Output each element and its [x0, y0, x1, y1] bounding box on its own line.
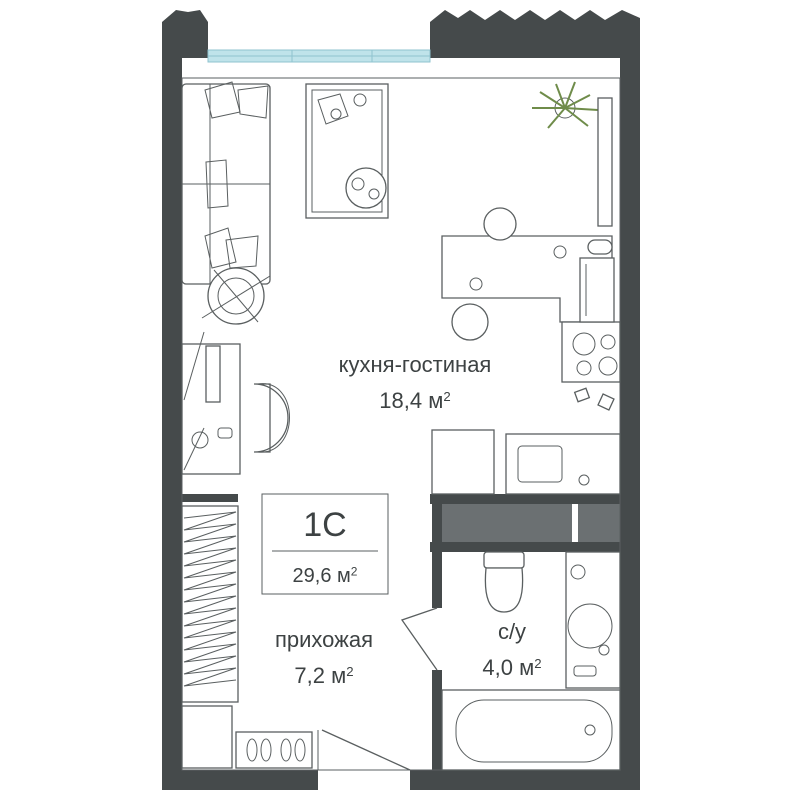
room-name-hallway: прихожая	[274, 627, 374, 652]
bathroom-door	[400, 607, 438, 671]
unit-total-area-power: 2	[350, 564, 358, 579]
wall-bath-left-bottom	[432, 670, 442, 776]
wall-bath-top	[430, 494, 620, 504]
room-name-bathroom: с/у	[497, 619, 527, 644]
room-area-hallway: 7,2 м2	[244, 662, 404, 690]
unit-type-label: 1С	[303, 506, 347, 544]
walls	[162, 10, 640, 790]
room-area-hallway-power: 2	[346, 663, 354, 679]
entrance-door	[317, 729, 411, 771]
room-area-bathroom-power: 2	[534, 655, 542, 671]
sofa	[181, 81, 271, 285]
room-area-kitchen-living: 18,4 м2	[300, 387, 530, 415]
kitchen-counter	[431, 257, 621, 495]
wall-top-right	[430, 10, 640, 78]
rug	[305, 83, 389, 219]
sink	[565, 551, 621, 689]
room-area-bathroom: 4,0 м2	[452, 654, 572, 682]
wall-bath-top-lower	[430, 542, 620, 552]
plant	[532, 81, 599, 129]
wall-bottom-left	[162, 770, 318, 790]
room-area-kitchen-living-unit: м	[428, 388, 444, 413]
wall-bottom-right	[410, 770, 640, 790]
unit-total-area-value: 29,6	[292, 565, 332, 587]
unit-total-area-unit: м	[337, 565, 351, 587]
unit-info-box	[261, 493, 389, 595]
shoe-mat	[181, 705, 313, 769]
dining-table	[441, 207, 613, 341]
partition-dark-1	[442, 504, 572, 542]
toilet	[483, 551, 525, 613]
armchair	[201, 267, 271, 325]
window	[207, 49, 431, 63]
room-name-kitchen-living: кухня-гостиная	[338, 352, 492, 377]
tv	[597, 97, 613, 227]
room-area-bathroom-unit: м	[519, 655, 535, 680]
wall-right	[620, 58, 640, 776]
room-area-hallway-unit: м	[331, 663, 347, 688]
wall-hall-top	[182, 494, 238, 502]
partition-dark-2	[578, 504, 620, 542]
room-area-kitchen-living-value: 18,4	[379, 388, 423, 413]
wall-bath-left-top	[432, 494, 442, 608]
unit-total-area: 29,6 м2	[262, 563, 388, 589]
wardrobe	[181, 505, 239, 703]
wall-left	[162, 58, 182, 776]
room-area-bathroom-value: 4,0	[482, 655, 513, 680]
room-area-kitchen-living-power: 2	[443, 388, 451, 404]
bathtub	[441, 689, 621, 771]
desk	[181, 331, 290, 475]
room-area-hallway-value: 7,2	[294, 663, 325, 688]
